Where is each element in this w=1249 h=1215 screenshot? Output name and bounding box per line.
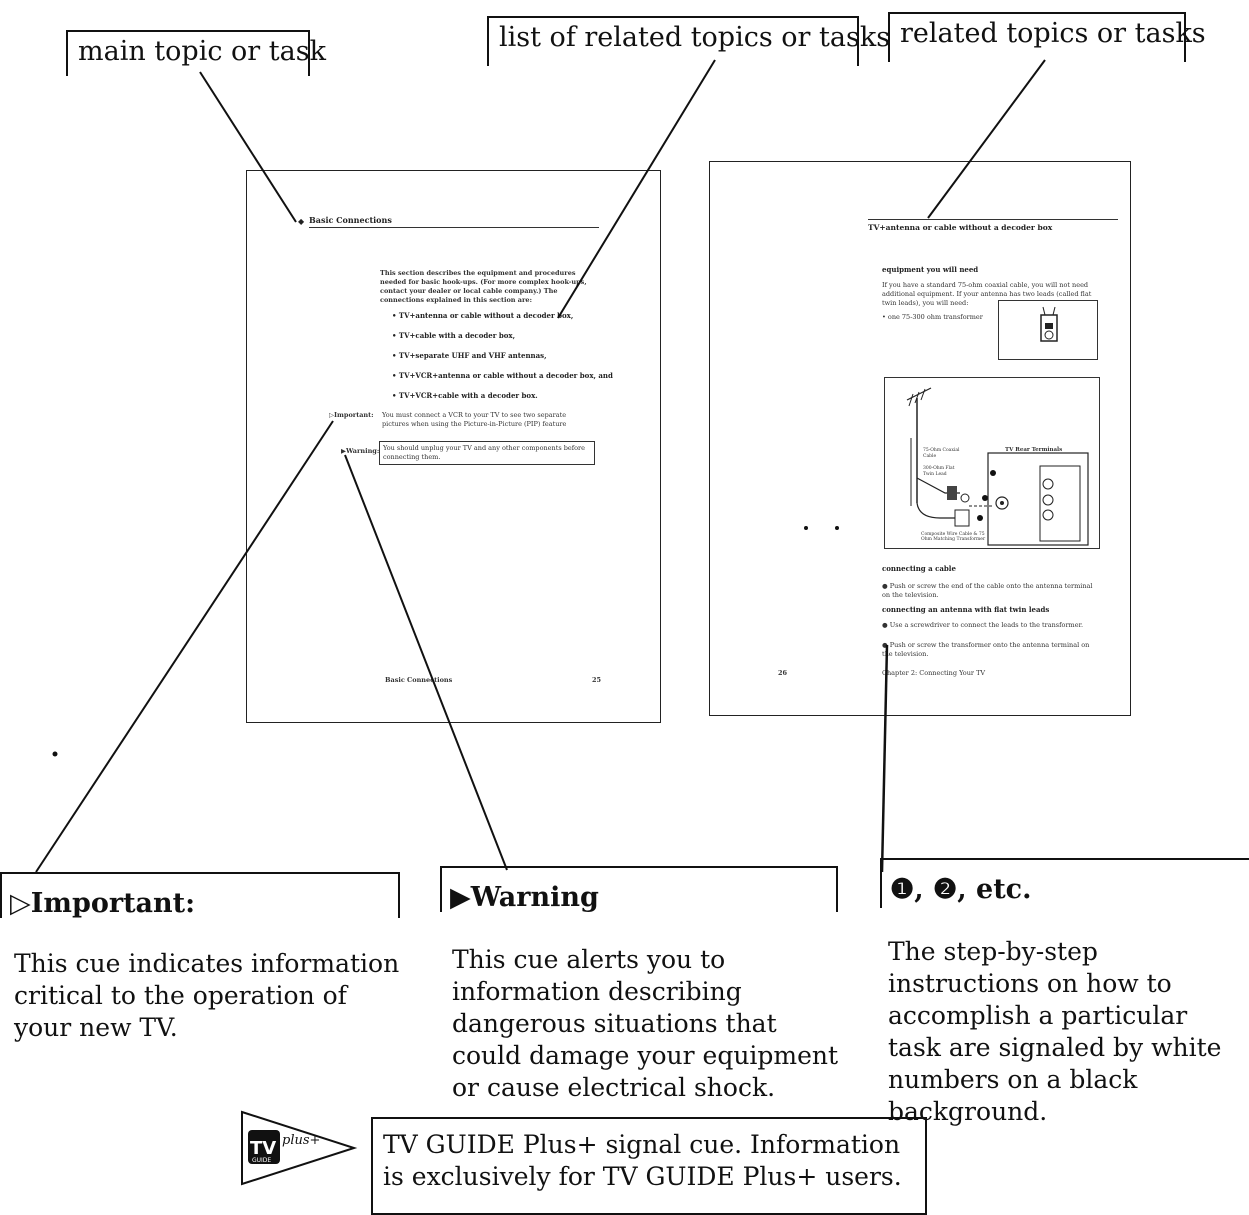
transformer-image — [998, 300, 1098, 360]
steps-header: ❶, ❷, etc. — [880, 858, 1249, 908]
left-warning-label: ▶Warning: — [341, 447, 380, 455]
step-numbers-icon: ❶, ❷, — [890, 874, 967, 905]
important-header: ▷Important: — [0, 872, 400, 919]
important-symbol-icon: ▷ — [10, 888, 31, 919]
right-page-heading: TV+antenna or cable without a decoder bo… — [868, 223, 1053, 232]
right-page-number: 26 — [778, 669, 788, 677]
connection-diagram-svg — [906, 387, 1089, 546]
tvguide-logo-sub: GUIDE — [252, 1157, 271, 1164]
left-important-label: ▷Important: — [329, 411, 374, 419]
left-footer-title: Basic Connections — [385, 676, 453, 684]
warning-description: This cue alerts you to information descr… — [452, 945, 839, 1102]
tvguide-logo-script: plus+ — [282, 1133, 320, 1148]
left-heading-bullet: ◆ — [298, 216, 305, 226]
diagram-label: 300-Ohm Flat Twin Lead — [923, 466, 955, 477]
transformer-icon — [1040, 306, 1058, 342]
callout-main-topic: main topic or task — [66, 30, 326, 76]
diagram-label: 75-Ohm Coaxial Cable — [923, 448, 960, 459]
steps-description: The step-by-step instructions on how to … — [888, 937, 1222, 1126]
list-item: • TV+VCR+cable with a decoder box. — [392, 391, 538, 400]
step-1: ● Push or screw the end of the cable ont… — [882, 582, 1093, 599]
connection-diagram: TV Rear Terminals 75-Ohm Coaxial Cable 3… — [884, 377, 1100, 549]
step-3: ● Push or screw the transformer onto the… — [882, 641, 1090, 658]
list-item: • TV+VCR+antenna or cable without a deco… — [392, 371, 613, 380]
warning-symbol-icon: ▶ — [450, 882, 471, 913]
diagram-title: TV Rear Terminals — [1005, 447, 1063, 453]
tvguide-cue-box: TV GUIDE Plus+ signal cue. Information i… — [371, 1117, 927, 1215]
left-page-number: 25 — [592, 676, 602, 684]
left-intro: This section describes the equipment and… — [380, 269, 587, 304]
list-item: • TV+cable with a decoder box, — [392, 331, 516, 340]
important-description: This cue indicates information critical … — [14, 949, 400, 1042]
tvguide-logo-text: TV — [250, 1138, 276, 1159]
right-page-thumbnail: TV+antenna or cable without a decoder bo… — [709, 161, 1131, 716]
step-2: ● Use a screwdriver to connect the leads… — [882, 621, 1084, 629]
list-item: • TV+antenna or cable without a decoder … — [392, 311, 574, 320]
right-footer-title: Chapter 2: Connecting Your TV — [882, 669, 986, 677]
left-page-heading: Basic Connections — [309, 215, 392, 225]
tvguide-logo: TV GUIDE plus+ — [228, 1110, 358, 1186]
tvguide-arrow-icon: TV GUIDE plus+ — [241, 1110, 358, 1186]
left-important-text: You must connect a VCR to your TV to see… — [382, 411, 567, 428]
left-warning-box: You should unplug your TV and any other … — [379, 441, 595, 465]
list-item: • TV+separate UHF and VHF antennas, — [392, 351, 547, 360]
right-sub-equipment: equipment you will need — [882, 265, 979, 274]
callout-related: related topics or tasks — [888, 12, 1206, 62]
warning-header: ▶Warning — [440, 866, 838, 913]
callout-related-list: list of related topics or tasks — [487, 16, 890, 66]
left-page-thumbnail: ◆ Basic Connections This section describ… — [246, 170, 661, 723]
right-sub-cable: connecting a cable — [882, 564, 956, 573]
right-sub-antenna: connecting an antenna with flat twin lea… — [882, 605, 1050, 614]
right-para1: If you have a standard 75-ohm coaxial ca… — [882, 281, 1092, 307]
diagram-label: Composite Wire Cable & 75 Ohm Matching T… — [921, 532, 986, 542]
right-item1: • one 75-300 ohm transformer — [882, 313, 983, 321]
